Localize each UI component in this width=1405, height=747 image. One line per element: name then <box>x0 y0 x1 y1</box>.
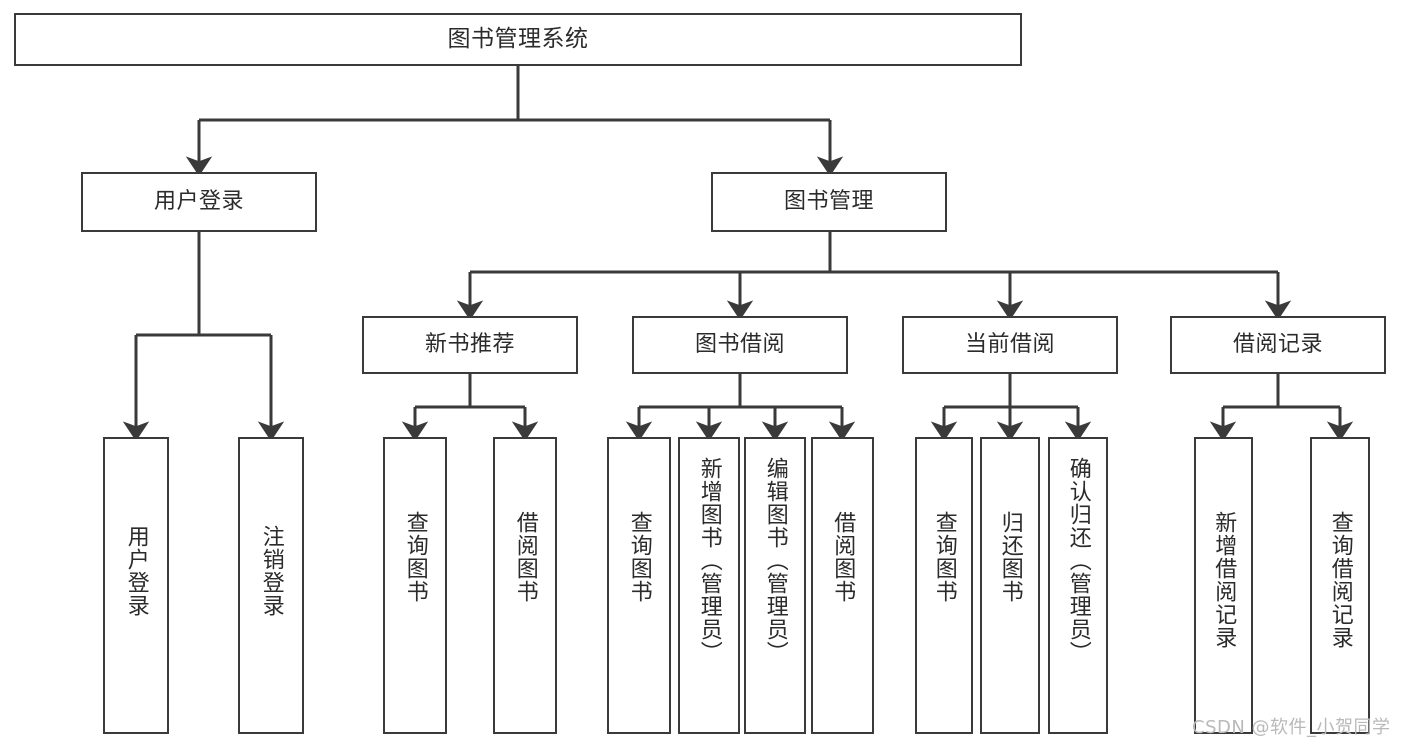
node-new-book-recommend[interactable]: 新书推荐 <box>362 316 578 374</box>
node-label: 图书管理系统 <box>447 25 589 52</box>
leaf-borrow-book[interactable]: 借阅图书 <box>811 437 874 734</box>
node-borrow-record[interactable]: 借阅记录 <box>1170 316 1386 374</box>
node-current-borrow[interactable]: 当前借阅 <box>902 316 1118 374</box>
csdn-watermark: CSDN @软件_小贺同学 <box>1192 717 1391 738</box>
node-label: 用户登录 <box>153 188 244 214</box>
leaf-return-book[interactable]: 归还图书 <box>980 437 1040 734</box>
node-label: 编辑图书（管理员） <box>762 457 788 664</box>
node-label: 借阅图书 <box>830 511 856 603</box>
node-user-login[interactable]: 用户登录 <box>81 172 317 232</box>
node-label: 注销登录 <box>258 525 284 617</box>
node-label: 确认归还（管理员） <box>1065 457 1091 664</box>
node-label: 查询借阅记录 <box>1327 511 1353 649</box>
leaf-add-borrow-record[interactable]: 新增借阅记录 <box>1194 437 1253 734</box>
node-label: 借阅记录 <box>1232 331 1323 357</box>
node-label: 归还图书 <box>997 511 1023 603</box>
node-book-management[interactable]: 图书管理 <box>711 172 947 232</box>
node-root-system[interactable]: 图书管理系统 <box>14 13 1022 66</box>
node-label: 查询图书 <box>402 511 428 603</box>
leaf-query-borrow-record[interactable]: 查询借阅记录 <box>1310 437 1370 734</box>
node-label: 用户登录 <box>123 525 149 617</box>
leaf-confirm-return-admin[interactable]: 确认归还（管理员） <box>1048 437 1108 734</box>
node-book-borrow[interactable]: 图书借阅 <box>632 316 848 374</box>
node-label: 查询图书 <box>931 511 957 603</box>
node-label: 查询图书 <box>626 511 652 603</box>
leaf-query-book-borrow[interactable]: 查询图书 <box>607 437 671 734</box>
leaf-edit-book-admin[interactable]: 编辑图书（管理员） <box>744 437 806 734</box>
node-label: 图书借阅 <box>694 331 785 357</box>
leaf-user-logout[interactable]: 注销登录 <box>238 437 304 734</box>
leaf-query-book-current[interactable]: 查询图书 <box>915 437 973 734</box>
leaf-add-book-admin[interactable]: 新增图书（管理员） <box>678 437 740 734</box>
node-label: 图书管理 <box>783 188 874 214</box>
node-label: 新增借阅记录 <box>1211 511 1237 649</box>
node-label: 新增图书（管理员） <box>696 457 722 664</box>
node-label: 当前借阅 <box>964 331 1055 357</box>
node-label: 新书推荐 <box>424 331 515 357</box>
leaf-query-book-recommend[interactable]: 查询图书 <box>383 437 447 734</box>
leaf-user-login[interactable]: 用户登录 <box>103 437 169 734</box>
leaf-borrow-book-recommend[interactable]: 借阅图书 <box>493 437 557 734</box>
node-label: 借阅图书 <box>512 511 538 603</box>
